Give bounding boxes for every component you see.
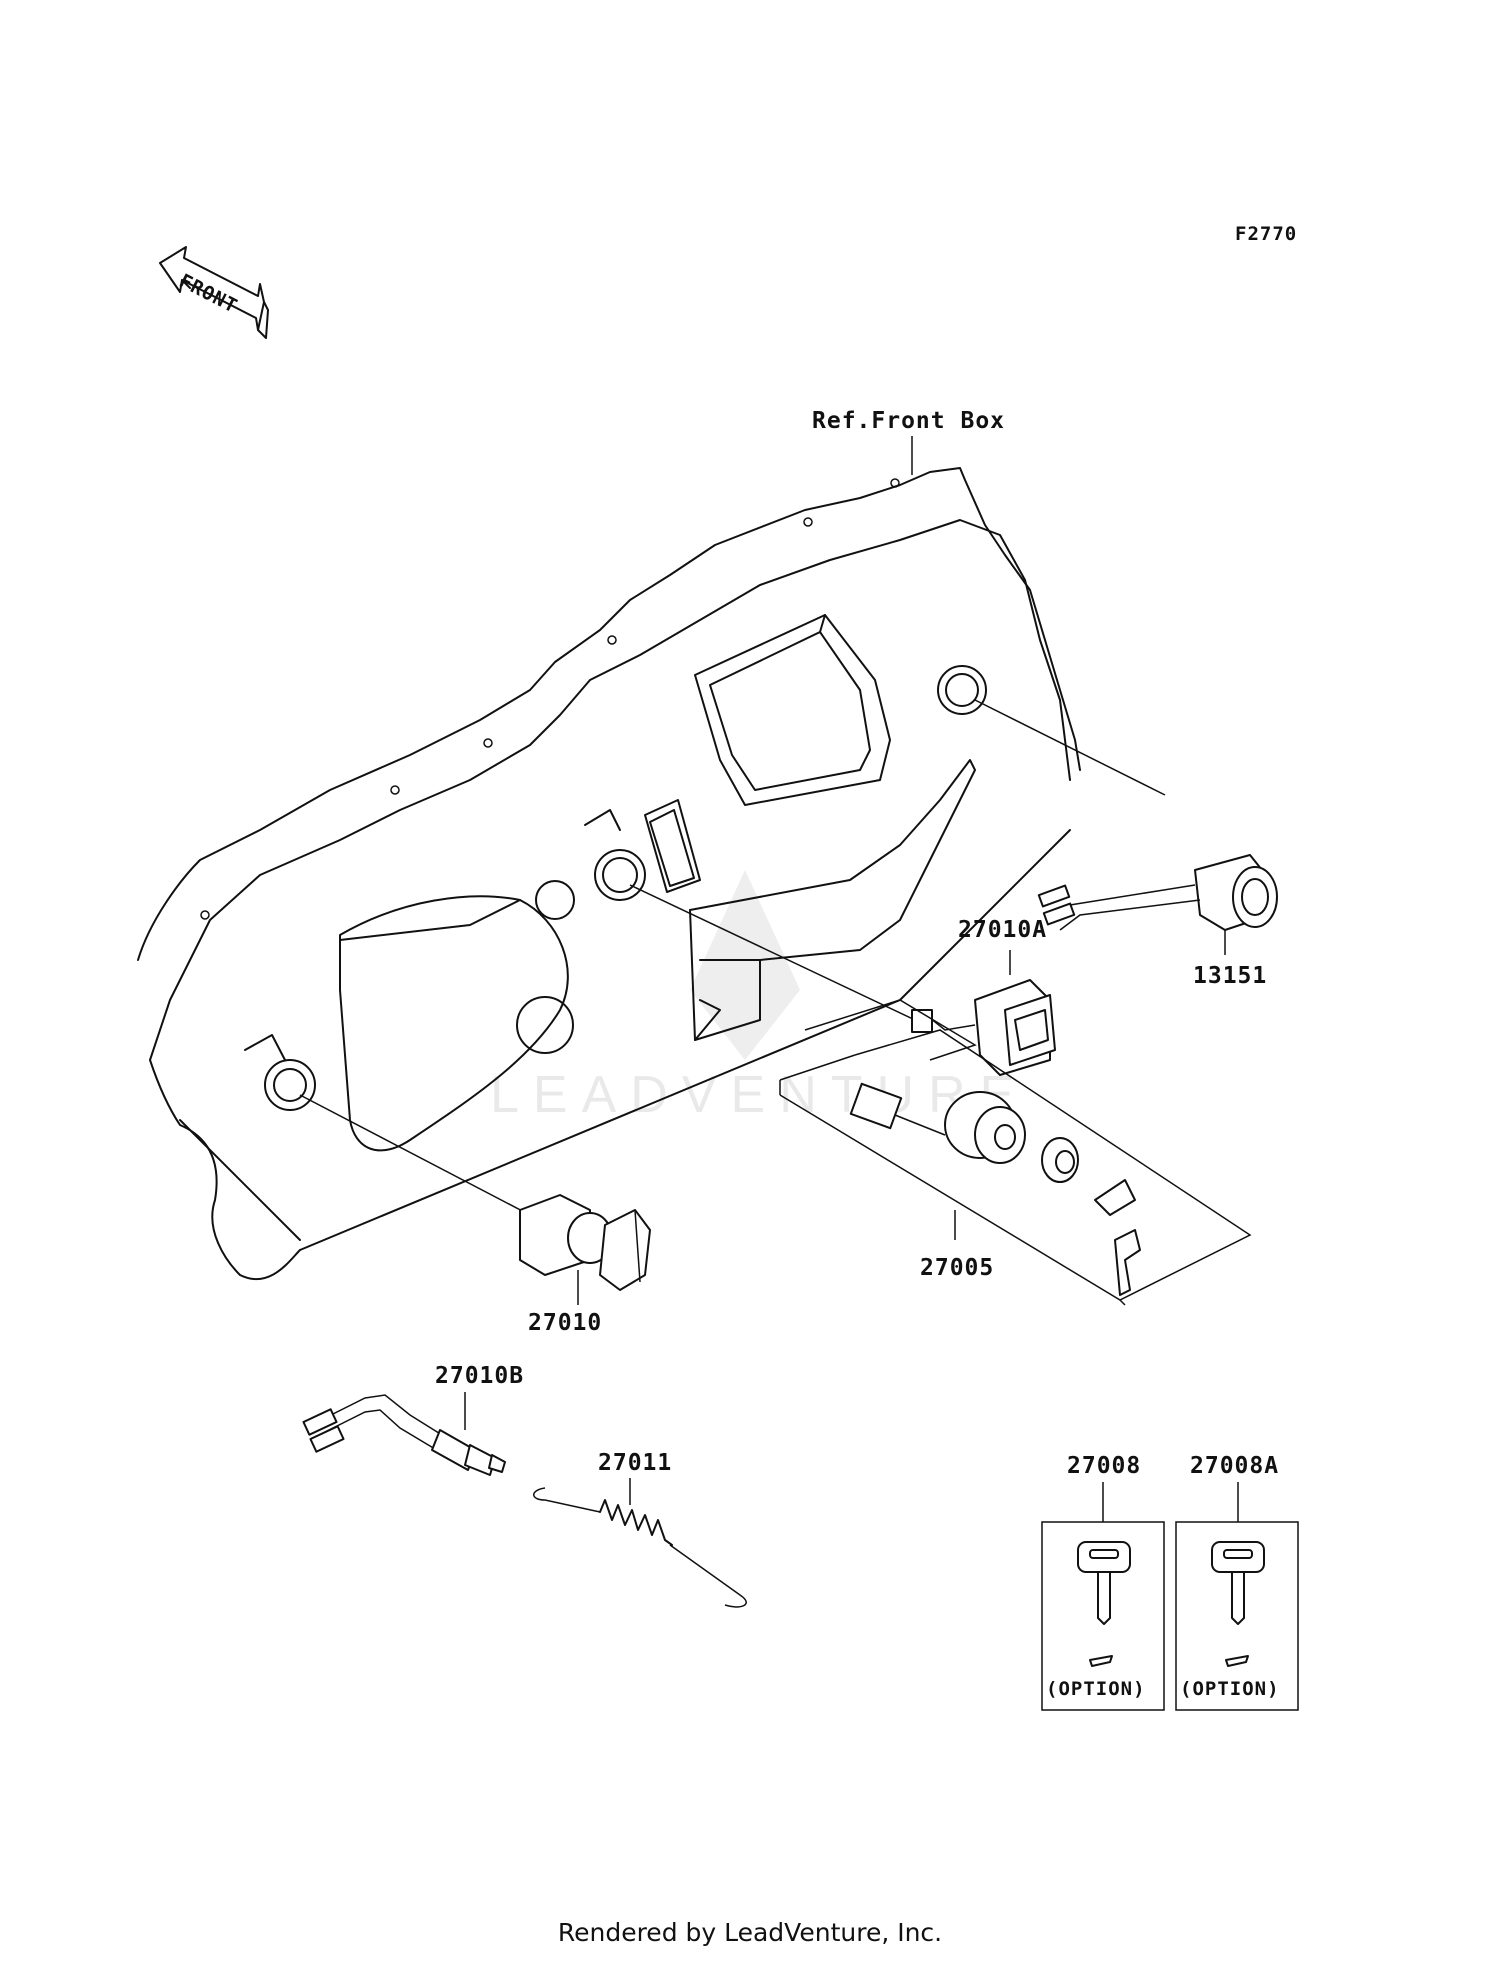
rocker-switch-part bbox=[911, 979, 1056, 1076]
front-arrow-icon: FRONT bbox=[159, 246, 269, 339]
part-label-13151: 13151 bbox=[1193, 963, 1267, 989]
watermark: LEADVENTURE bbox=[490, 870, 1028, 1124]
part-label-27011: 27011 bbox=[598, 1450, 672, 1476]
key-icon bbox=[1077, 1541, 1131, 1625]
key-option-27008a: 27008A (OPTION) bbox=[1175, 1453, 1299, 1711]
footer-credit: Rendered by LeadVenture, Inc. bbox=[557, 1918, 943, 1947]
key-option-27008: 27008 (OPTION) bbox=[1041, 1453, 1165, 1711]
ignition-kit-frame bbox=[779, 999, 1252, 1306]
ignition-switch-part bbox=[849, 1082, 1141, 1296]
front-arrow-label: FRONT bbox=[176, 270, 241, 318]
leader-27010a bbox=[629, 884, 916, 1021]
front-box-panel bbox=[137, 467, 1081, 1281]
logo-mark-icon bbox=[1225, 1655, 1249, 1667]
leader-27010 bbox=[299, 1094, 531, 1216]
option-label-27008: (OPTION) bbox=[1046, 1678, 1146, 1700]
logo-mark-icon bbox=[1089, 1655, 1113, 1667]
power-socket-part bbox=[1037, 854, 1278, 931]
ref-front-box-label: Ref.Front Box bbox=[812, 408, 1005, 434]
part-label-27010a: 27010A bbox=[958, 917, 1047, 943]
knob-switch-part bbox=[519, 1194, 651, 1291]
part-label-27010b: 27010B bbox=[435, 1363, 524, 1389]
diagram-code: F2770 bbox=[1235, 223, 1297, 245]
part-label-27008: 27008 bbox=[1067, 1453, 1141, 1479]
part-label-27005: 27005 bbox=[920, 1255, 994, 1281]
option-label-27008a: (OPTION) bbox=[1180, 1678, 1280, 1700]
part-label-27008a: 27008A bbox=[1190, 1453, 1279, 1479]
leader-13151 bbox=[974, 699, 1166, 796]
brake-switch-part bbox=[302, 1394, 506, 1476]
key-icon bbox=[1211, 1541, 1265, 1625]
svg-text:LEADVENTURE: LEADVENTURE bbox=[490, 1066, 1028, 1124]
spring-part bbox=[533, 1487, 747, 1608]
part-label-27010: 27010 bbox=[528, 1310, 602, 1336]
